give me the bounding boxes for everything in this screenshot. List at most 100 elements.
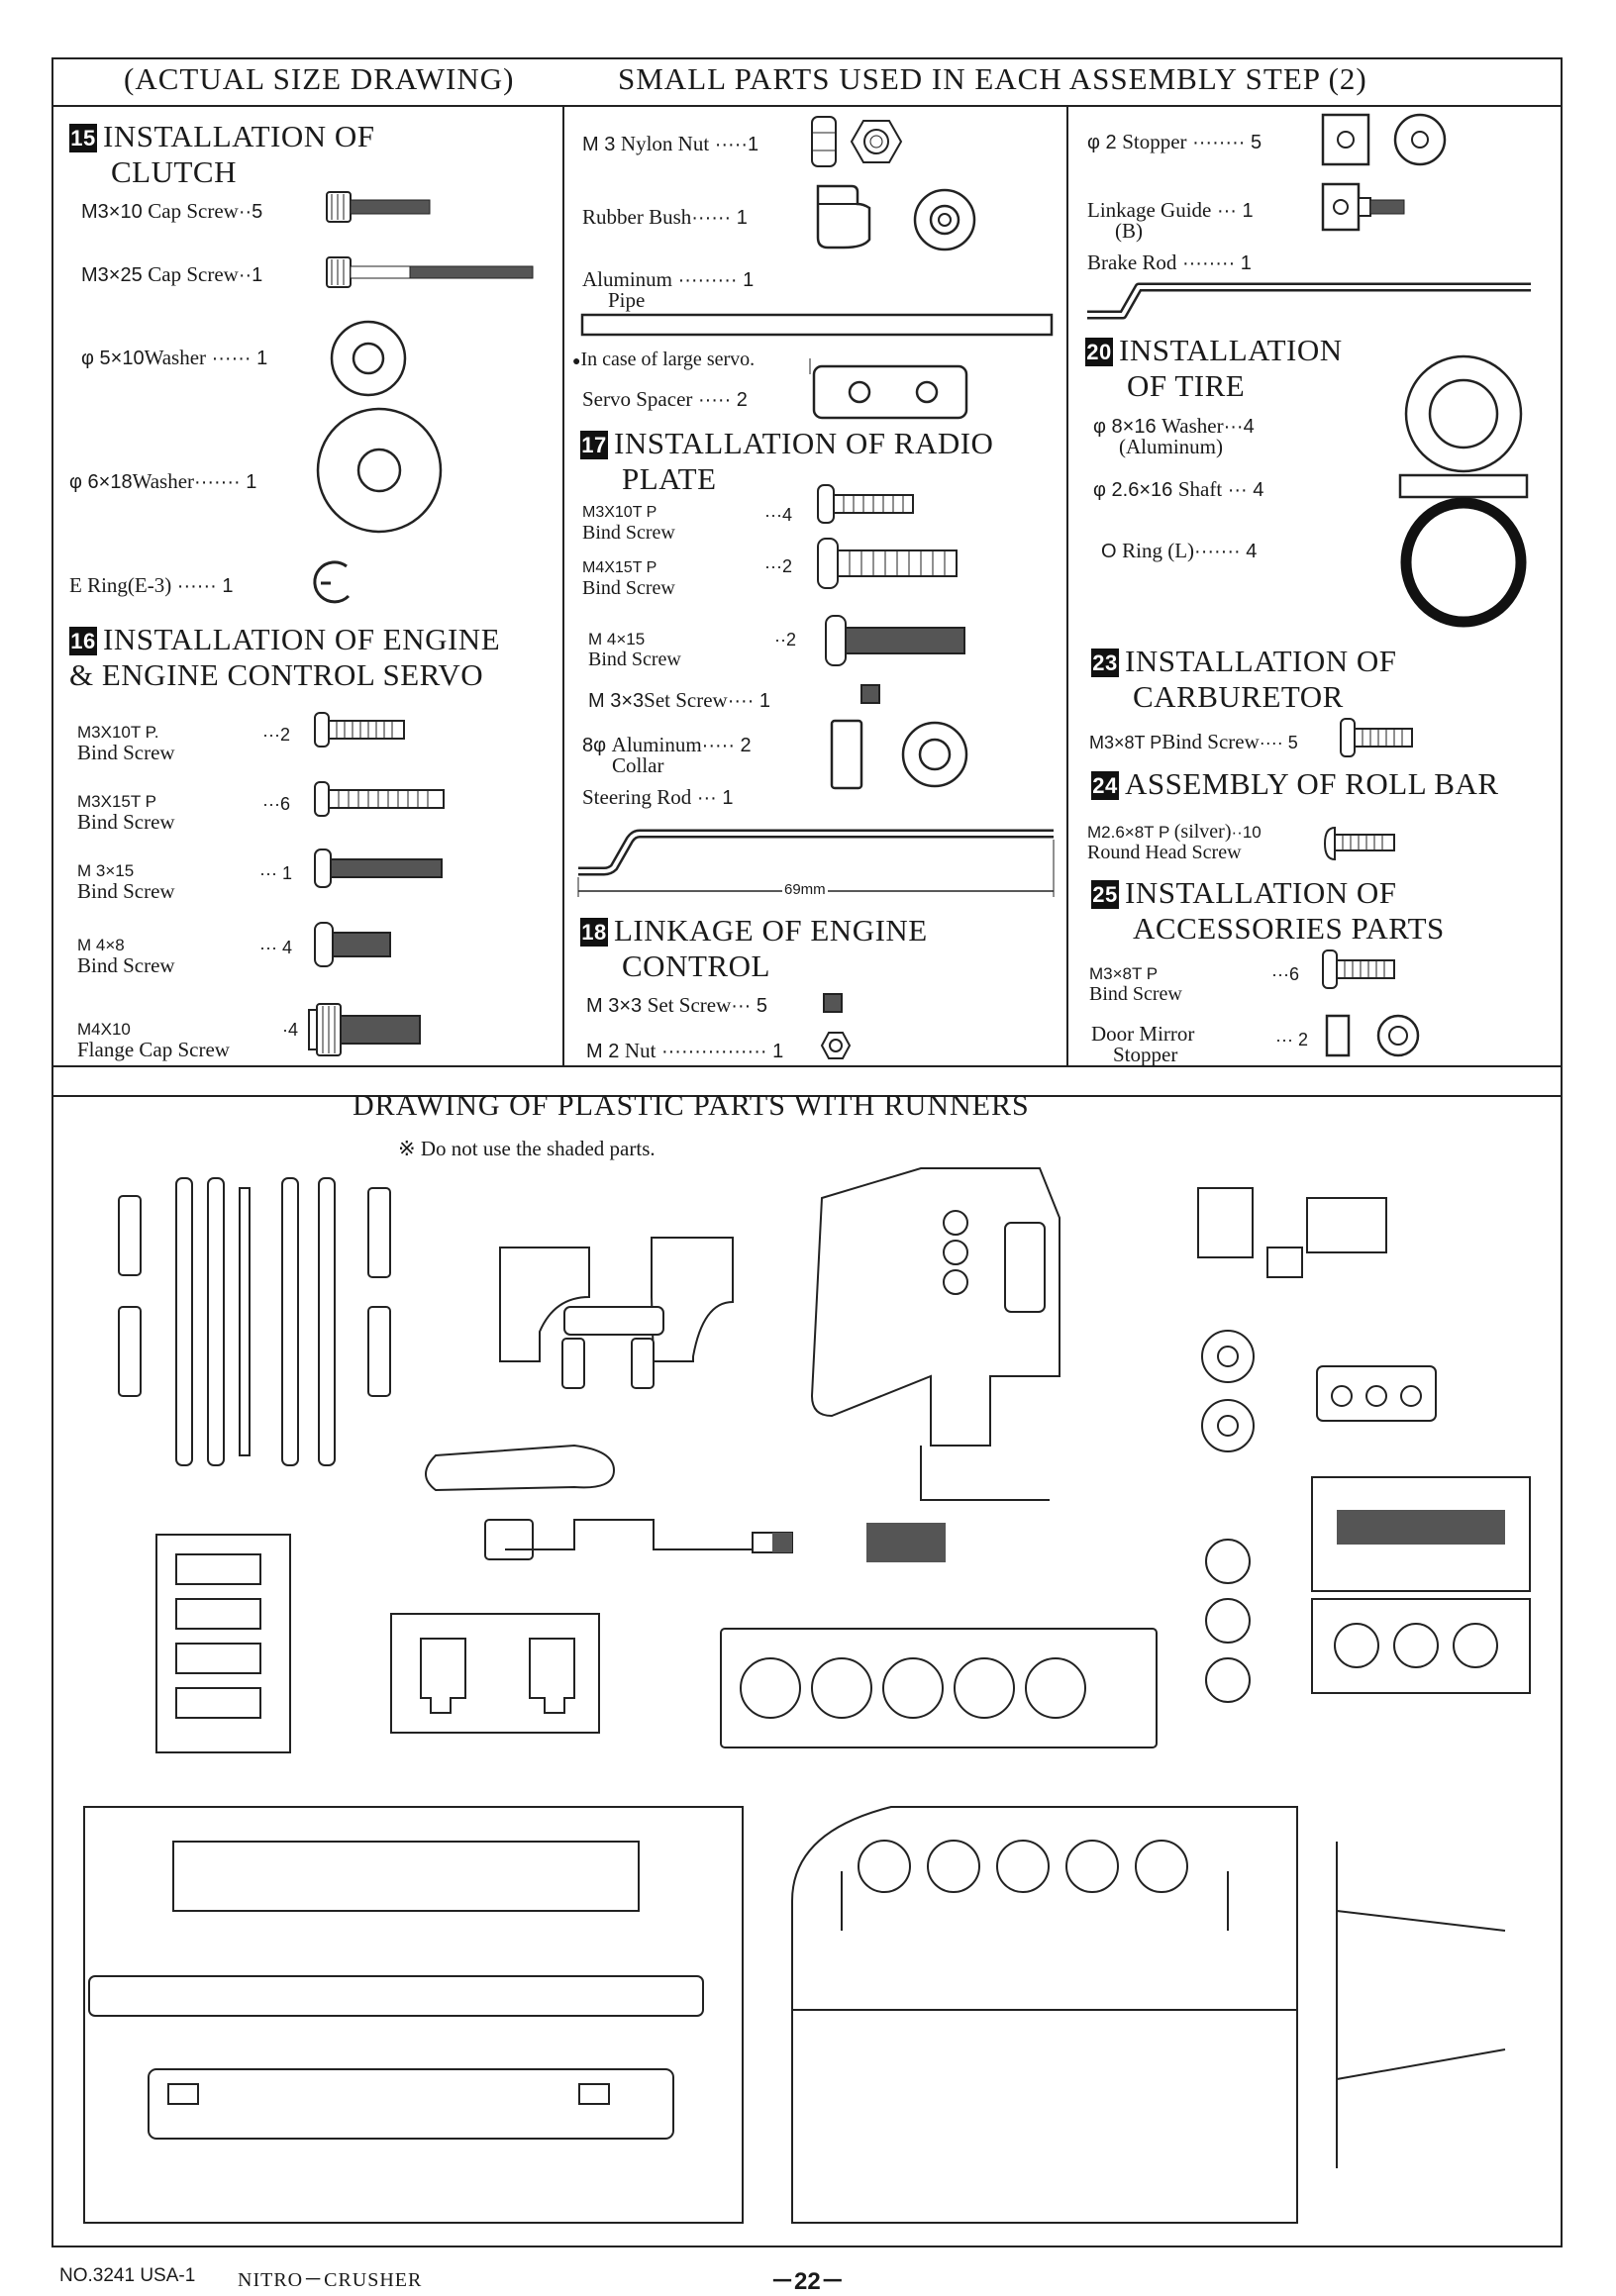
long-cap-screw-icon	[326, 256, 534, 288]
part-nylon-nut: M 3 Nylon Nut ·····1	[582, 132, 759, 156]
part-aluminum-washer: φ 8×16 Washer···4(Aluminum)	[1093, 414, 1255, 458]
qty-label: ··· 4	[259, 938, 292, 957]
qty-label: ··· 1	[259, 863, 292, 883]
e-ring-icon	[313, 560, 351, 604]
bind-screw-icon	[817, 538, 958, 589]
footer-page-number: －22－	[770, 2268, 845, 2295]
part-cap-screw-m3x10: M3×10 Cap Screw··5	[81, 199, 263, 224]
shaded-parts-note: ※ Do not use the shaded parts.	[398, 1137, 656, 1160]
part-brake-rod: Brake Rod ········ 1	[1087, 250, 1252, 275]
page-frame	[51, 57, 1563, 2247]
aluminum-collar-icon	[830, 719, 968, 790]
hex-nut-icon	[820, 1032, 852, 1059]
step-number-badge: 17	[580, 431, 608, 459]
qty-label: ··2	[774, 630, 796, 649]
mirror-stopper-icon	[1325, 1014, 1420, 1057]
flange-screw-icon	[308, 1003, 421, 1056]
part-stopper: φ 2 Stopper ········ 5	[1087, 130, 1262, 154]
part-m2-nut: M 2 Nut ················ 1	[586, 1039, 784, 1063]
step-number-badge: 16	[69, 627, 97, 655]
nylon-nut-icon	[811, 116, 903, 167]
large-washer-icon	[316, 407, 443, 534]
part-o-ring: O Ring (L)······· 4	[1101, 539, 1258, 563]
step-number-badge: 15	[69, 124, 97, 152]
runners-divider	[51, 1065, 1563, 1067]
step-number-badge: 24	[1091, 771, 1119, 800]
part-e-ring: E Ring(E-3) ······ 1	[69, 573, 234, 598]
set-screw-icon	[823, 993, 843, 1013]
set-screw-icon	[860, 684, 880, 704]
part-bind-screw-m3x10tp: M3X10T P.Bind Screw	[77, 723, 175, 764]
plastic-parts-runners-drawing	[83, 1167, 1531, 2224]
bind-screw-icon	[825, 615, 965, 666]
bind-screw-icon	[314, 712, 405, 748]
part-servo-spacer: Servo Spacer ····· 2	[582, 387, 748, 412]
stopper-icon	[1321, 113, 1447, 166]
part-cap-screw-m3x25: M3×25 Cap Screw··1	[81, 262, 263, 287]
large-servo-note: ●In case of large servo.	[572, 349, 756, 370]
servo-spacer-icon	[809, 358, 968, 420]
washer-icon	[330, 320, 407, 397]
bind-screw-icon	[1322, 949, 1395, 989]
qty-label: ···6	[262, 794, 290, 814]
qty-label: ·4	[282, 1020, 299, 1040]
part-steering-rod: Steering Rod ··· 1	[582, 785, 734, 810]
round-head-screw-icon	[1323, 826, 1395, 861]
part-set-screw-m3x3: M 3×3Set Screw···· 1	[588, 688, 771, 713]
qty-label: ···6	[1271, 964, 1299, 984]
header-small-parts: SMALL PARTS USED IN EACH ASSEMBLY STEP (…	[618, 61, 1367, 96]
runners-title-divider	[51, 1095, 1563, 1097]
footer-model-name: NITRO－CRUSHER	[238, 2269, 423, 2291]
part-washer-6x18: φ 6×18Washer······· 1	[69, 469, 257, 494]
part-set-screw-m3x3-18: M 3×3 Set Screw··· 5	[586, 993, 767, 1018]
tire-parts-icon	[1398, 354, 1529, 628]
part-bind-screw-m3x8tp-23: M3×8T PBind Screw···· 5	[1089, 730, 1298, 753]
header-actual-size: (ACTUAL SIZE DRAWING)	[124, 61, 515, 96]
header-divider	[51, 105, 1563, 107]
part-linkage-guide: Linkage Guide ··· 1(B)	[1087, 198, 1254, 243]
cap-screw-icon	[326, 191, 431, 223]
bind-screw-icon	[817, 484, 914, 524]
step-number-badge: 25	[1091, 880, 1119, 909]
runners-title: DRAWING OF PLASTIC PARTS WITH RUNNERS	[353, 1089, 1030, 1122]
aluminum-pipe-icon	[580, 313, 1054, 337]
step-number-badge: 18	[580, 918, 608, 947]
part-rubber-bush: Rubber Bush······ 1	[582, 205, 748, 230]
qty-label: ···4	[764, 505, 792, 525]
footer-document-code: NO.3241 USA-1	[59, 2265, 196, 2286]
bind-screw-icon	[314, 781, 445, 817]
step-number-badge: 23	[1091, 649, 1119, 677]
linkage-guide-icon	[1321, 182, 1405, 232]
column-divider-1	[562, 105, 564, 1065]
part-shaft: φ 2.6×16 Shaft ··· 4	[1093, 477, 1264, 502]
bind-screw-icon	[314, 922, 391, 967]
brake-rod-icon	[1087, 282, 1531, 320]
step-number-badge: 20	[1085, 338, 1113, 366]
rubber-bush-icon	[816, 184, 976, 251]
column-divider-2	[1066, 105, 1068, 1065]
bind-screw-icon	[1340, 718, 1413, 757]
part-washer-5x10: φ 5×10Washer ······ 1	[81, 346, 268, 370]
qty-label: ···2	[262, 725, 290, 745]
bind-screw-icon	[314, 849, 443, 888]
qty-label: ···2	[764, 556, 792, 576]
